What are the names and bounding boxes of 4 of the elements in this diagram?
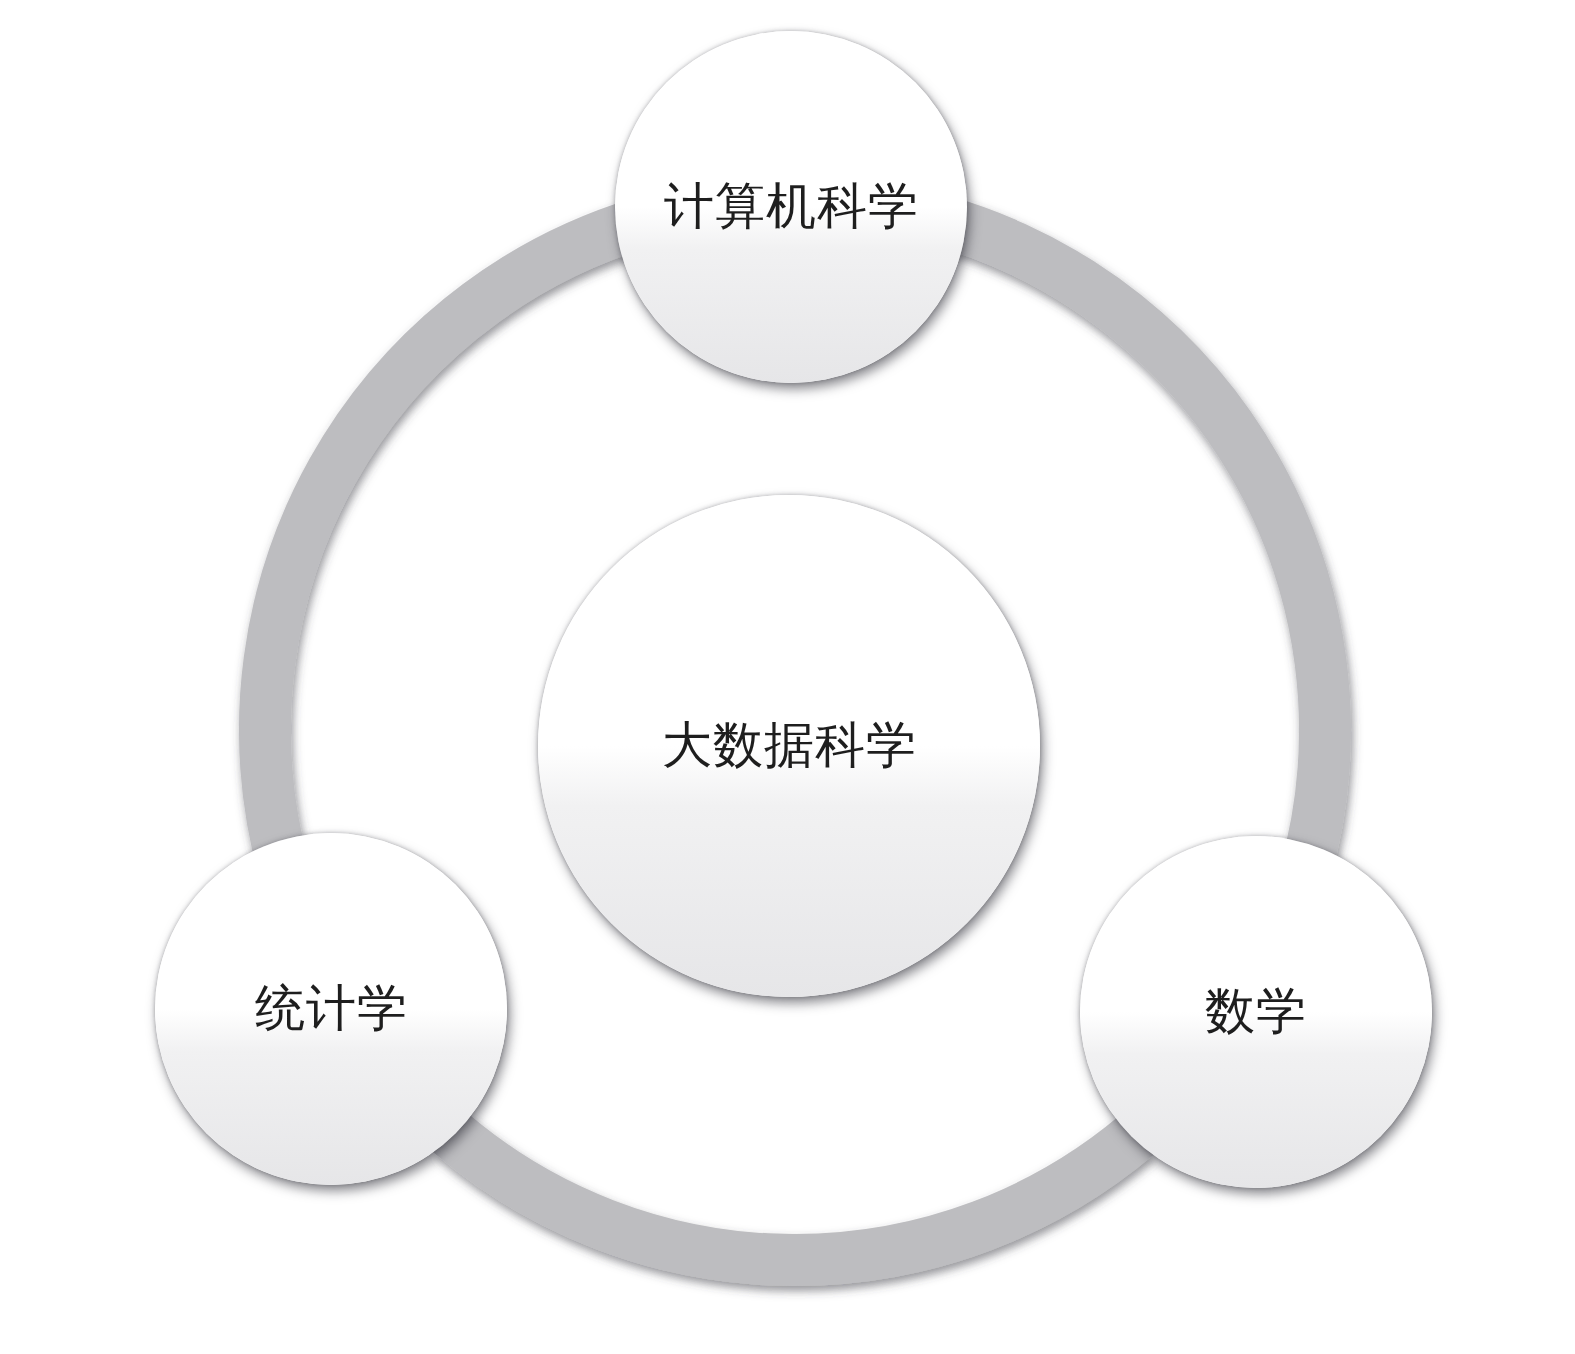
node-label: 数学 <box>1205 983 1307 1041</box>
node-label: 统计学 <box>254 980 408 1038</box>
node-label: 计算机科学 <box>663 178 919 236</box>
node-label: 大数据科学 <box>661 717 917 775</box>
